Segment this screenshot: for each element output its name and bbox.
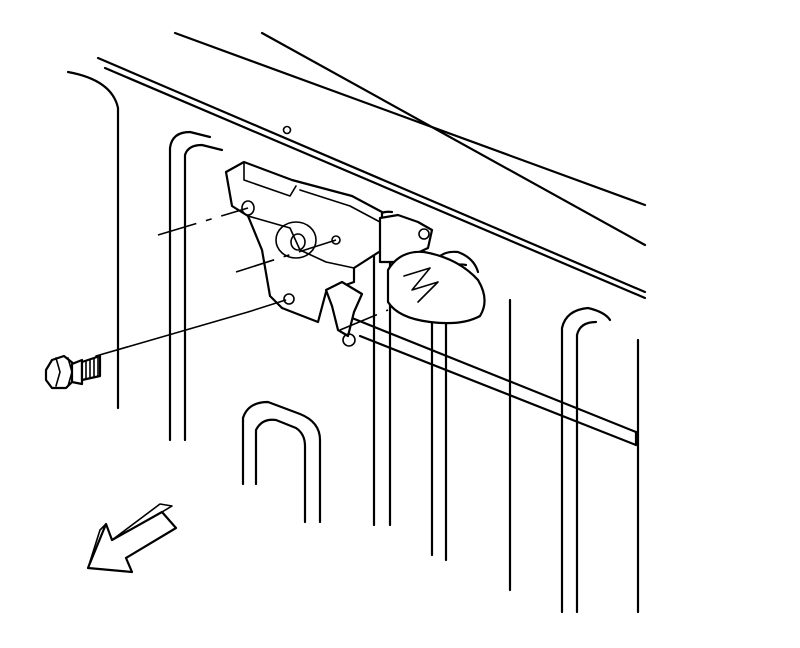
latch-assembly <box>224 160 434 347</box>
bolt <box>44 354 102 390</box>
latch-rod <box>350 316 638 447</box>
front-direction-arrow <box>86 503 178 574</box>
mount-hole-middle <box>331 235 341 245</box>
mount-hole-lower <box>283 293 295 305</box>
alignment-lines <box>95 207 389 357</box>
striker <box>386 250 486 325</box>
mount-hole-upper <box>241 200 255 216</box>
